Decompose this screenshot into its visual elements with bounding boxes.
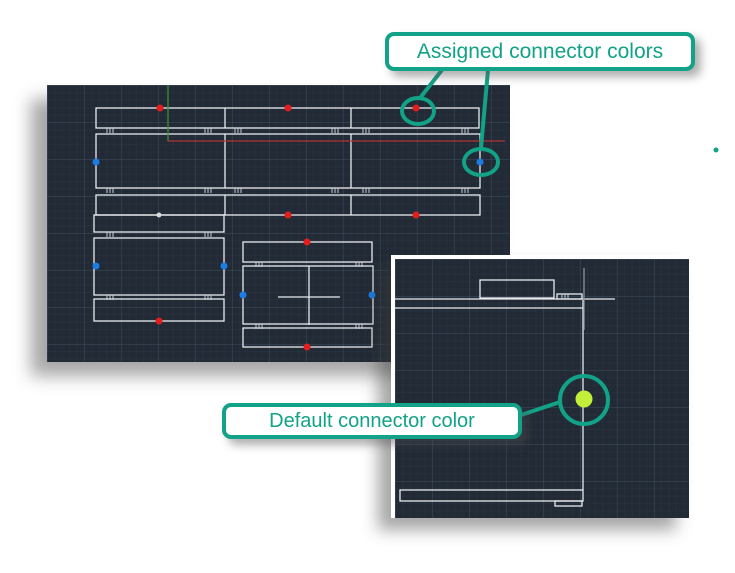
stray-teal-dot	[713, 147, 719, 153]
callout-assigned: Assigned connector colors	[385, 32, 695, 71]
panel-outline	[242, 265, 374, 325]
connector-default-green-dot	[575, 390, 593, 408]
connector-red-dot	[156, 104, 164, 112]
panel-outline	[479, 279, 555, 299]
connector-red-dot	[155, 317, 163, 325]
connector-red-dot	[412, 211, 420, 219]
connector-blue-dot	[92, 262, 100, 270]
callout-default: Default connector color	[222, 403, 522, 439]
cad-canvas-left[interactable]	[47, 85, 510, 362]
connector-blue-dot	[220, 262, 228, 270]
connector-red-dot	[303, 238, 311, 246]
connector-red-dot	[412, 104, 420, 112]
callout-default-label: Default connector color	[269, 409, 475, 432]
panel-outline	[399, 489, 584, 502]
connector-blue-dot	[239, 291, 247, 299]
connector-red-dot	[284, 211, 292, 219]
cad-drawing-right	[395, 268, 615, 507]
connector-blue-dot	[368, 291, 376, 299]
panel-outline	[554, 500, 583, 507]
panel-outline	[93, 214, 225, 233]
connector-red-dot	[284, 104, 292, 112]
connector-blue-dot	[92, 158, 100, 166]
cad-canvas-right[interactable]	[391, 255, 689, 518]
connector-blue-dot	[476, 158, 484, 166]
connector-red-dot	[303, 343, 311, 351]
callout-assigned-label: Assigned connector colors	[416, 39, 664, 63]
connector-white-dot	[156, 212, 162, 218]
panel-outline	[556, 293, 583, 300]
panel-outline	[95, 133, 481, 189]
panel-outline	[93, 237, 225, 296]
